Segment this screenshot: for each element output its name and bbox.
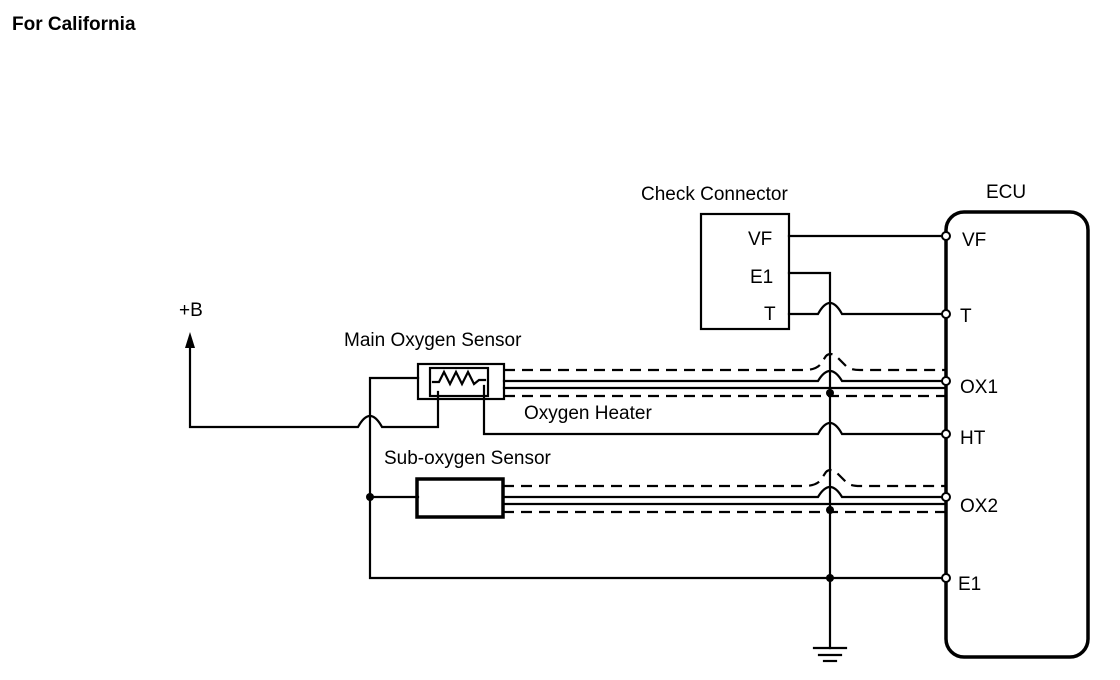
ecu-pin-t: T: [960, 306, 972, 327]
sub-oxygen-sensor: [415, 477, 505, 519]
ox2-signal-wire: [501, 485, 948, 499]
ecu-terminal-ht: [941, 429, 951, 439]
ecu-pin-ht: HT: [960, 428, 986, 449]
connector-pin-e1: E1: [750, 267, 773, 288]
check-connector-box: [699, 212, 791, 331]
ox1-signal-wire: [502, 369, 948, 383]
power-wire: [188, 344, 440, 429]
sensor-common-wire: [368, 376, 948, 580]
ecu-pin-e1: E1: [958, 574, 981, 595]
connector-pin-t: T: [764, 304, 776, 325]
ground-icon: [812, 646, 848, 663]
ox2-shield-upper: [503, 468, 946, 488]
sub-oxygen-sensor-label: Sub-oxygen Sensor: [384, 448, 552, 469]
ecu-pin-vf: VF: [962, 230, 986, 251]
ecu-terminal-vf: [941, 231, 951, 241]
ecu-terminal-t: [941, 309, 951, 319]
ecu-label: ECU: [986, 182, 1026, 203]
connector-pin-vf: VF: [748, 229, 772, 250]
ecu-pin-ox2: OX2: [960, 496, 998, 517]
main-oxygen-sensor-label: Main Oxygen Sensor: [344, 330, 522, 351]
heater-element: [428, 366, 490, 398]
oxygen-heater-wire: [482, 384, 948, 436]
ox1-shield-upper: [504, 352, 946, 372]
t-wire: [787, 301, 948, 316]
e1-ground-wire: [787, 271, 832, 650]
arrow-up-icon: [185, 332, 195, 348]
heater-coil-icon: [431, 369, 487, 387]
page-title: For California: [12, 14, 136, 35]
ecu-terminal-ox1: [941, 376, 951, 386]
junction-dot: [366, 493, 374, 501]
power-label: +B: [179, 300, 203, 321]
check-connector-label: Check Connector: [641, 184, 788, 205]
ecu-pin-ox1: OX1: [960, 377, 998, 398]
junction-dot: [826, 574, 834, 582]
oxygen-heater-label: Oxygen Heater: [524, 403, 652, 424]
ecu-terminal-ox2: [941, 492, 951, 502]
ecu-terminal-e1: [941, 573, 951, 583]
